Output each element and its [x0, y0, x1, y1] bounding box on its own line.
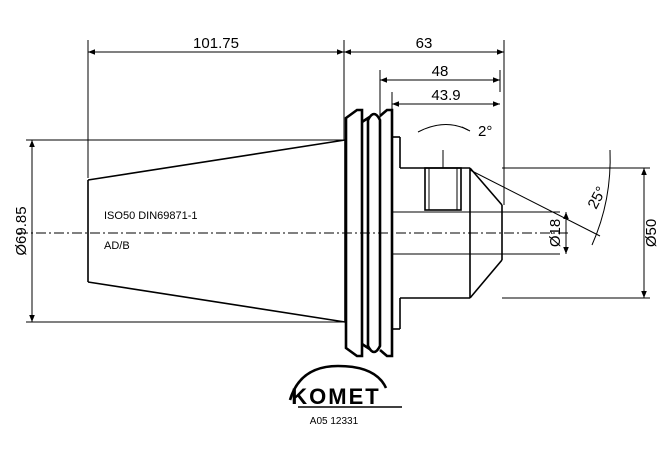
dim-outer-diameter: Ø50: [643, 219, 660, 247]
flange: [344, 108, 394, 358]
dim-overall-length: 63: [416, 35, 433, 52]
part-number: A05 12331: [310, 416, 359, 427]
tool-body: [392, 136, 560, 330]
dim-angle-2: 2°: [478, 123, 492, 140]
extension-lines: [26, 40, 650, 323]
dimension-lines: [29, 49, 647, 322]
dim-angle-25: 25°: [585, 184, 611, 212]
dim-length-43-9: 43.9: [431, 87, 460, 104]
dim-taper-length: 101.75: [193, 35, 239, 52]
logo-text: KOMET: [291, 384, 380, 409]
note-form: AD/B: [104, 240, 130, 252]
dim-bore-diameter: Ø18: [547, 219, 564, 247]
set-screw-hole: [424, 150, 462, 211]
dim-flange-diameter: Ø69.85: [13, 206, 30, 255]
taper-shank: [87, 139, 346, 323]
dim-length-48: 48: [432, 63, 449, 80]
komet-logo: KOMET: [288, 364, 402, 409]
note-standard: ISO50 DIN69871-1: [104, 210, 198, 222]
